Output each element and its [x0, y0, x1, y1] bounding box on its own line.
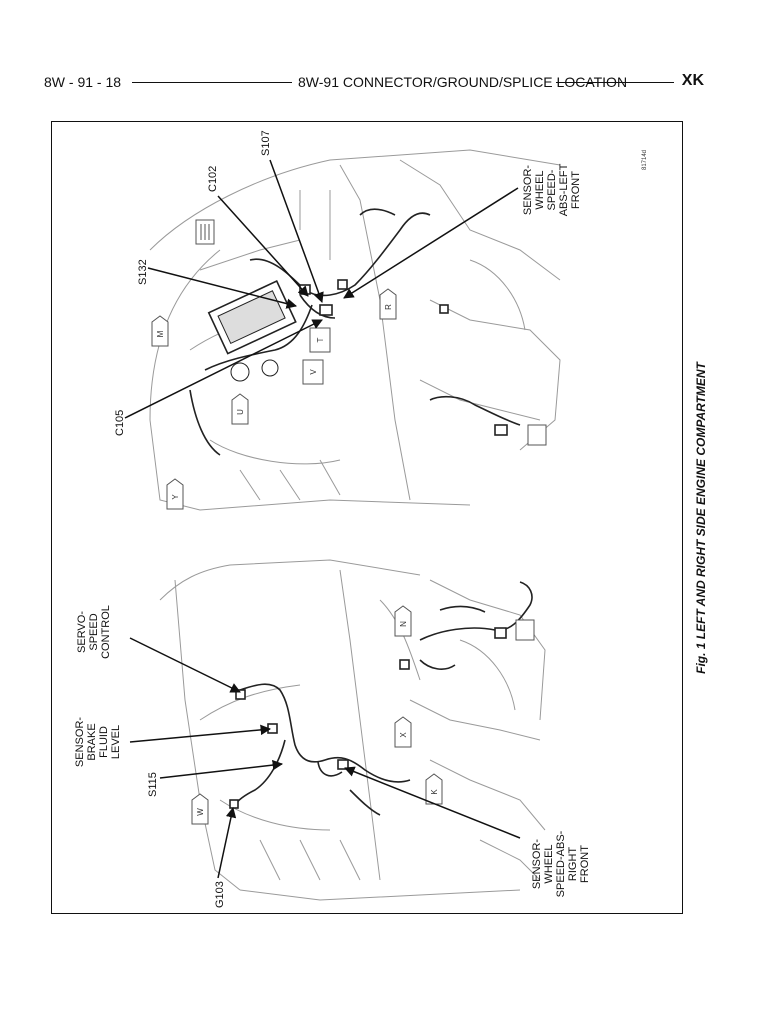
- header-rule-left: [132, 82, 292, 83]
- leader-wheel-left: [343, 187, 519, 299]
- leader-wheel-right: [344, 766, 521, 839]
- label-s132: S132: [137, 259, 149, 285]
- label-c105: C105: [114, 410, 126, 436]
- leader-s115: [159, 759, 284, 779]
- label-line: SENSOR-: [531, 839, 543, 889]
- leader-brake: [129, 724, 272, 743]
- view-letter: V: [309, 369, 318, 375]
- view-indicator: U: [231, 393, 249, 425]
- connector-block: [515, 619, 535, 641]
- view-indicator: V: [302, 359, 324, 385]
- section-title: 8W-91 CONNECTOR/GROUND/SPLICE LOCATION: [298, 74, 628, 90]
- figure-caption: Fig. 1 LEFT AND RIGHT SIDE ENGINE COMPAR…: [694, 360, 708, 673]
- leader-c105: [124, 319, 323, 419]
- view-indicators-lower: N X K W: [191, 605, 535, 825]
- left-side-engine-drawing: [149, 149, 561, 511]
- label-line: CONTROL: [100, 605, 112, 659]
- label-line: SENSOR-: [522, 165, 534, 215]
- view-letter: X: [399, 732, 408, 738]
- model-code: XK: [681, 72, 704, 89]
- label-wheel-speed-left: SENSOR- WHEEL SPEED- ABS-LEFT FRONT: [522, 163, 582, 216]
- view-indicator: W: [191, 793, 209, 825]
- view-indicator: X: [394, 716, 412, 748]
- view-indicator: Y: [166, 478, 184, 510]
- right-side-engine-drawing: [159, 559, 546, 901]
- view-letter: Y: [171, 494, 180, 500]
- label-line: SPEED-ABS-: [555, 830, 567, 897]
- label-s107: S107: [260, 130, 272, 156]
- view-indicator: M: [151, 315, 169, 347]
- label-wheel-speed-right: SENSOR- WHEEL SPEED-ABS- RIGHT FRONT: [531, 830, 591, 897]
- leader-c102: [217, 195, 309, 297]
- label-servo-speed-control: SERVO- SPEED CONTROL: [76, 605, 112, 659]
- label-line: SENSOR-: [74, 717, 86, 767]
- label-g103: G103: [214, 881, 226, 908]
- view-letter: M: [156, 330, 165, 337]
- label-line: LEVEL: [110, 725, 122, 759]
- label-line: FRONT: [579, 845, 591, 883]
- view-indicator: T: [309, 327, 331, 353]
- view-indicator: N: [394, 605, 412, 637]
- figure-code: 81714d: [642, 150, 648, 170]
- label-line: RIGHT: [567, 847, 579, 882]
- label-line: BRAKE: [86, 723, 98, 760]
- page-header: 8W - 91 - 18 8W-91 CONNECTOR/GROUND/SPLI…: [44, 70, 704, 94]
- view-letter: K: [430, 789, 439, 795]
- header-rule-right: [556, 82, 674, 83]
- view-indicator: K: [425, 773, 443, 805]
- view-indicator: R: [379, 288, 397, 320]
- right-side-harness: [229, 581, 533, 816]
- figure-frame: [51, 121, 683, 914]
- page-number: 8W - 91 - 18: [44, 74, 122, 90]
- view-indicators-upper: M T U V Y R: [151, 219, 547, 510]
- label-c102: C102: [207, 166, 219, 192]
- label-line: SPEED-: [546, 169, 558, 210]
- label-s115: S115: [147, 772, 159, 797]
- connector-block: [527, 424, 547, 446]
- view-letter: W: [196, 808, 205, 816]
- leader-s107: [269, 159, 324, 303]
- label-brake-fluid-level: SENSOR- BRAKE FLUID LEVEL: [74, 717, 122, 767]
- label-line: WHEEL: [543, 844, 555, 883]
- leader-servo: [129, 637, 241, 693]
- label-line: FLUID: [98, 726, 110, 758]
- leader-g103: [217, 806, 237, 879]
- view-letter: T: [316, 337, 325, 342]
- label-line: SERVO-: [76, 611, 88, 653]
- left-side-harness: [189, 208, 521, 456]
- label-line: SPEED: [88, 613, 100, 650]
- view-letter: U: [236, 409, 245, 415]
- label-line: ABS-LEFT: [558, 163, 570, 216]
- callout-leaders: [124, 159, 521, 879]
- view-letter: N: [399, 621, 408, 627]
- label-line: WHEEL: [534, 170, 546, 209]
- leader-s132: [147, 267, 298, 309]
- arrow-tab: [195, 219, 215, 245]
- label-line: FRONT: [570, 171, 582, 209]
- view-letter: R: [384, 304, 393, 310]
